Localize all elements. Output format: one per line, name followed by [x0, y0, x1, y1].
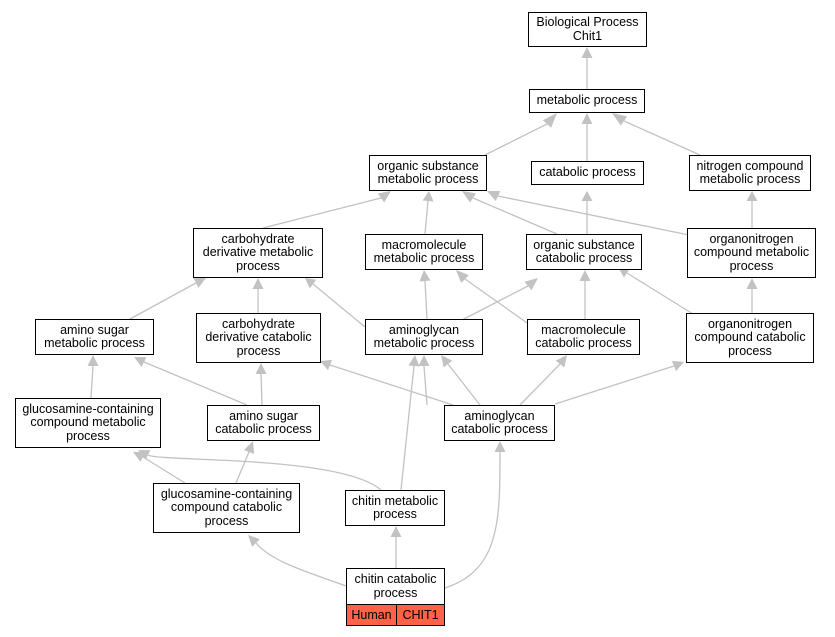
edge-line [447, 363, 481, 406]
arrowhead [377, 191, 391, 203]
arrowhead [487, 190, 501, 202]
arrowhead [422, 191, 434, 202]
node-amino-sugar-catabolic-process[interactable]: amino sugar catabolic process [207, 405, 320, 441]
arrowhead [542, 113, 557, 128]
node-macromolecule-metabolic-process[interactable]: macromolecule metabolic process [365, 234, 483, 270]
node-carbohydrate-derivative-catabolic-process[interactable]: carbohydrate derivative catabolic proces… [196, 313, 321, 363]
arrowhead [305, 278, 317, 289]
edge-line [90, 365, 94, 399]
edge-line [461, 285, 529, 321]
arrowhead [581, 47, 593, 58]
arrowhead [408, 355, 420, 367]
edge-line [142, 456, 186, 484]
edge-line [424, 200, 429, 235]
arrowhead [134, 357, 147, 367]
edge-line [623, 120, 701, 156]
arrowhead [243, 441, 255, 454]
edge-line [519, 363, 561, 406]
edge-line [143, 361, 248, 406]
edge-line [497, 195, 690, 236]
edge-line [423, 365, 428, 406]
edge-line [554, 365, 675, 405]
edge-line [464, 278, 531, 326]
node-carbohydrate-derivative-metabolic-process[interactable]: carbohydrate derivative metabolic proces… [193, 228, 323, 278]
gene-tag: CHIT1 [396, 604, 445, 626]
edge-line [424, 280, 428, 320]
node-organonitrogen-compound-metabolic-process[interactable]: organonitrogen compound metabolic proces… [687, 228, 816, 278]
arrowhead [456, 270, 469, 283]
node-chitin-metabolic-process[interactable]: chitin metabolic process [345, 490, 445, 526]
edge-line [400, 365, 415, 491]
node-aminoglycan-catabolic-process[interactable]: aminoglycan catabolic process [444, 405, 555, 441]
node-glucosamine-containing-compound-metabolic-process[interactable]: glucosamine-containing compound metaboli… [15, 398, 161, 448]
arrowhead [555, 355, 567, 368]
edge-line [129, 282, 197, 320]
node-macromolecule-catabolic-process[interactable]: macromolecule catabolic process [527, 319, 640, 355]
edge-line [260, 373, 263, 406]
edge-line [235, 451, 250, 484]
arrowhead [138, 450, 151, 460]
arrowhead [581, 113, 593, 124]
edge-line [472, 197, 558, 235]
arrowhead [441, 355, 453, 368]
arrowhead [462, 191, 476, 203]
arrowhead [746, 191, 758, 201]
node-biological-process-chit1[interactable]: Biological Process Chit1 [528, 12, 647, 47]
arrowhead [494, 441, 506, 452]
species-tag: Human [346, 604, 397, 626]
arrowhead [255, 363, 267, 374]
edge-line [312, 283, 366, 328]
arrowhead [419, 270, 431, 282]
arrowhead [418, 355, 430, 366]
arrowhead [671, 360, 684, 372]
arrowhead [193, 278, 206, 288]
arrowhead [87, 355, 99, 366]
edge-line [444, 451, 501, 589]
arrowhead [252, 278, 264, 289]
arrowhead [248, 535, 260, 547]
node-organic-substance-catabolic-process[interactable]: organic substance catabolic process [526, 234, 642, 270]
edge-line [147, 454, 382, 491]
edge-line [329, 364, 454, 406]
arrowhead [390, 526, 402, 537]
arrowhead [581, 191, 593, 201]
node-metabolic-process[interactable]: metabolic process [529, 89, 645, 113]
arrowhead [579, 270, 591, 281]
arrowhead [524, 278, 538, 291]
node-chitin-catabolic-process[interactable]: chitin catabolic process [346, 568, 445, 605]
edge-line [484, 123, 548, 156]
node-glucosamine-containing-compound-catabolic-process[interactable]: glucosamine-containing compound cataboli… [153, 483, 300, 533]
arrowhead [320, 359, 333, 371]
edge-line [262, 197, 382, 229]
node-amino-sugar-metabolic-process[interactable]: amino sugar metabolic process [35, 319, 154, 355]
node-organic-substance-metabolic-process[interactable]: organic substance metabolic process [369, 155, 487, 191]
edge-line [255, 542, 353, 589]
node-nitrogen-compound-metabolic-process[interactable]: nitrogen compound metabolic process [689, 155, 811, 191]
arrowhead [612, 113, 628, 126]
edge-line [626, 272, 694, 315]
node-aminoglycan-metabolic-process[interactable]: aminoglycan metabolic process [365, 319, 483, 355]
node-organonitrogen-compound-catabolic-process[interactable]: organonitrogen compound catabolic proces… [686, 313, 814, 363]
node-catabolic-process[interactable]: catabolic process [531, 161, 644, 185]
arrowhead [746, 278, 758, 289]
